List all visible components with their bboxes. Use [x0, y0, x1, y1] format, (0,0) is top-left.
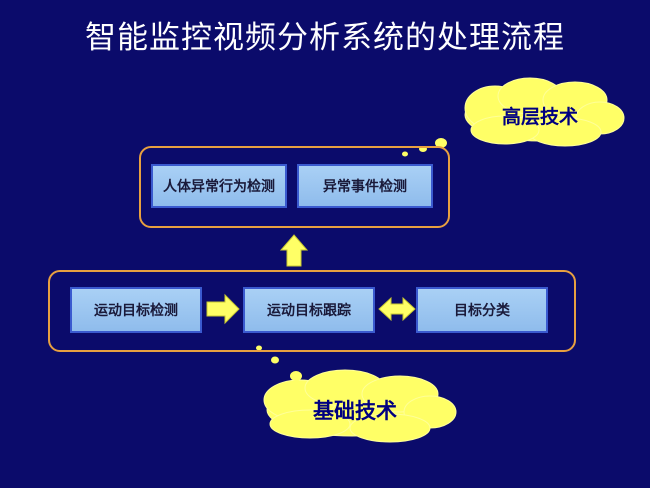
moving-target-detection-box: 运动目标检测 [70, 287, 202, 333]
cloud-base-level [263, 369, 457, 443]
cloud-label-high-level: 高层技术 [501, 105, 578, 128]
human-abnormal-behavior-detection-box: 人体异常行为检测 [151, 164, 287, 208]
up-arrow-icon [279, 234, 309, 267]
double-arrow-icon [378, 296, 416, 322]
target-classification-box: 目标分类 [416, 287, 548, 333]
high-level-group [139, 146, 450, 228]
cloud-high-level [464, 77, 625, 147]
page-title: 智能监控视频分析系统的处理流程 [85, 20, 565, 56]
moving-target-tracking-box: 运动目标跟踪 [243, 287, 375, 333]
thought-bubbles-base [256, 345, 302, 381]
cloud-label-base-level: 基础技术 [313, 399, 397, 423]
right-arrow-icon [206, 293, 240, 325]
base-level-group [48, 270, 576, 352]
abnormal-event-detection-box: 异常事件检测 [297, 164, 433, 208]
